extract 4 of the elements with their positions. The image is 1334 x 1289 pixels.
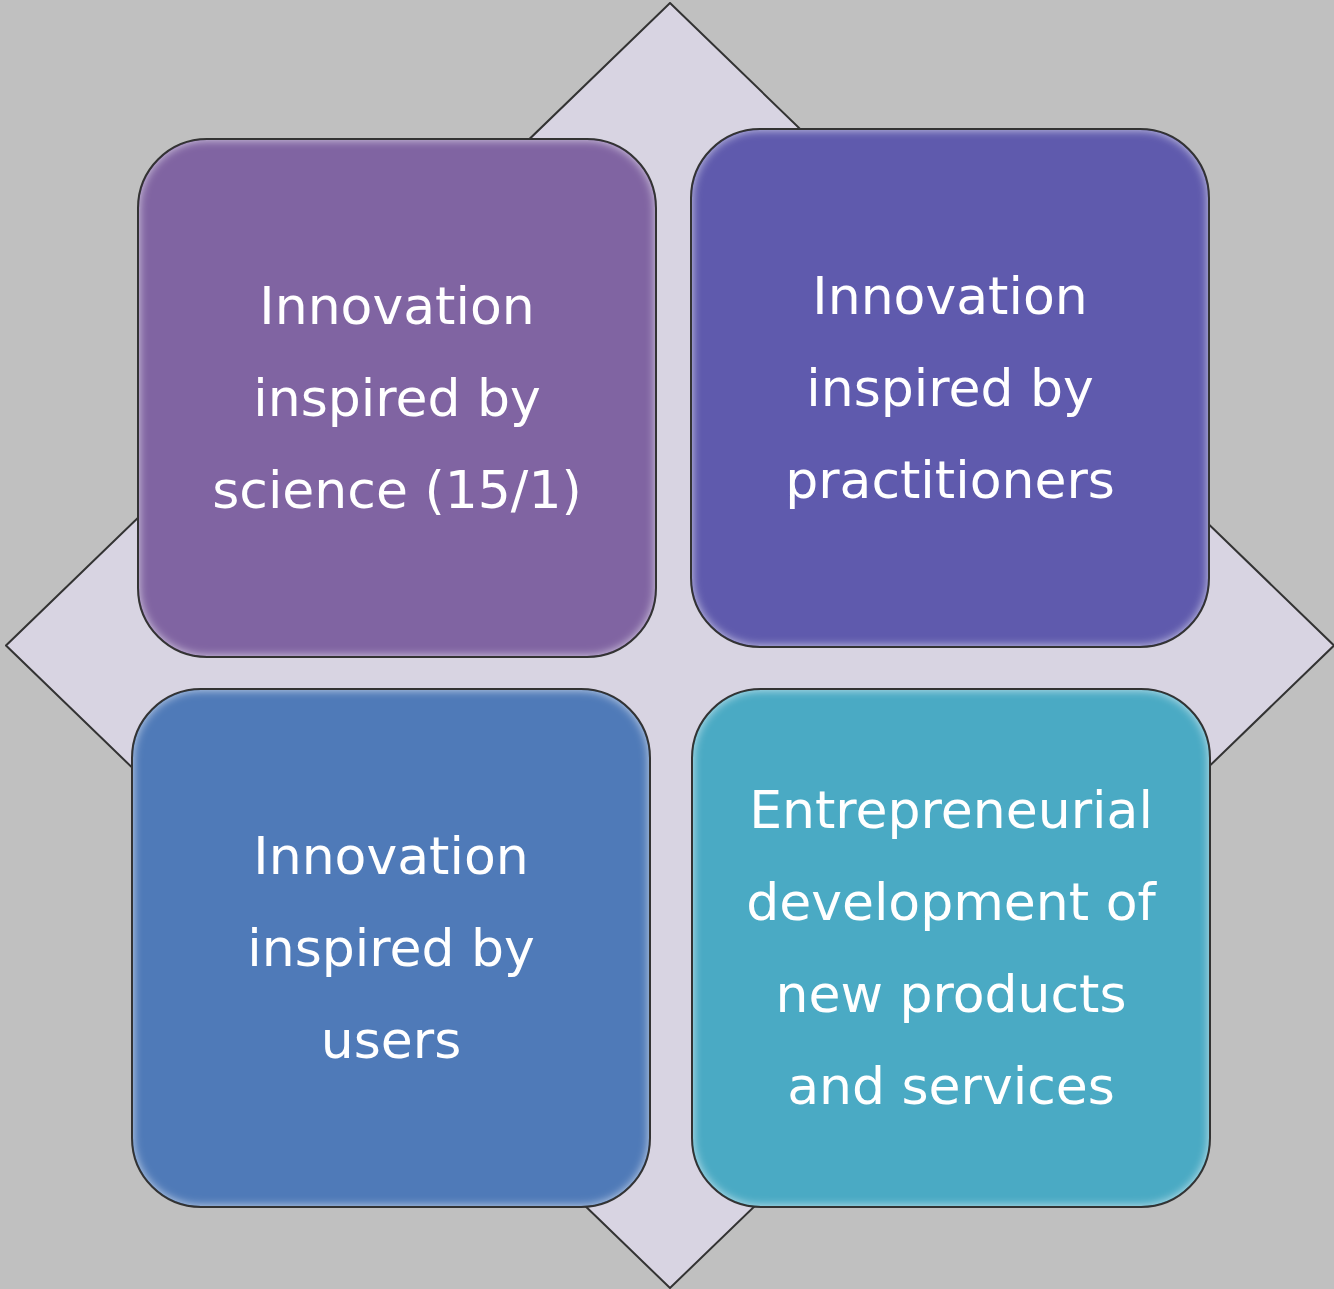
box-text: Innovation inspired by users — [246, 825, 536, 1072]
box-text: Entrepreneurial development of new products and services — [745, 779, 1158, 1118]
box-text: Innovation inspired by science (15/1) — [211, 275, 583, 522]
box-text: Innovation inspired by practitioners — [784, 265, 1116, 512]
